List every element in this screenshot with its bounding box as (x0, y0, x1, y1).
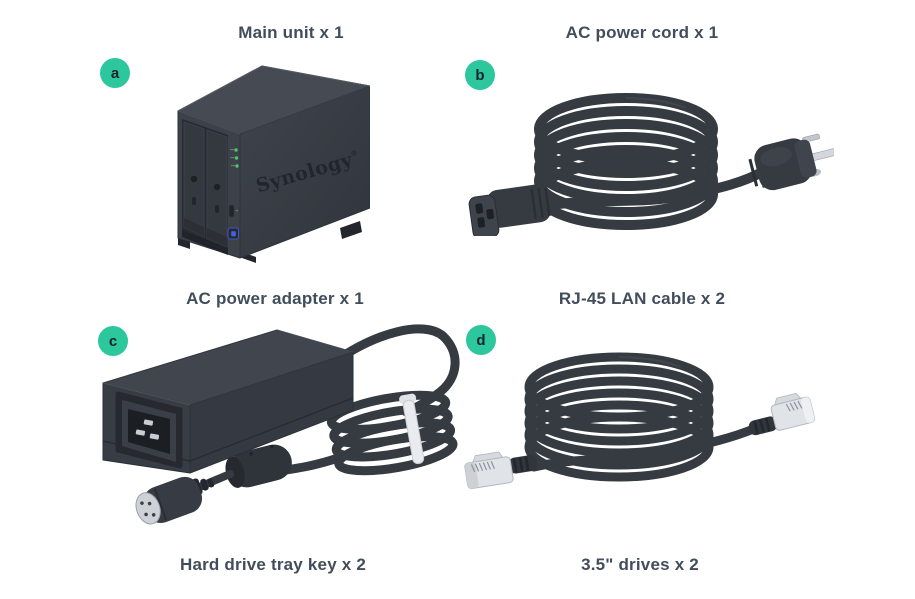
cable-tie (399, 393, 425, 465)
c13-connector (468, 184, 551, 236)
lan-cable-strand (529, 423, 761, 472)
item-label-drives: 3.5" drives x 2 (581, 555, 699, 574)
ac-power-adapter-illustration (102, 324, 460, 525)
badge-letter-a: a (110, 64, 120, 82)
item-label-ac-power-cord: AC power cord x 1 (565, 23, 719, 42)
nas-power-button (227, 227, 239, 240)
power-cord-strand (539, 167, 767, 211)
item-badge-d: d (466, 325, 496, 355)
item-label-main-unit: Main unit x 1 (238, 23, 344, 42)
item-label-ac-power-adapter: AC power adapter x 1 (186, 289, 364, 308)
rj45-contacts-right (785, 400, 803, 412)
nas-drive-bay (182, 119, 228, 255)
item-badge-a: a (100, 58, 130, 88)
drive-tray-1 (183, 121, 205, 238)
badge-letter-c: c (108, 332, 118, 350)
adapter-brick (102, 329, 354, 474)
adapter-cable-coil (326, 390, 458, 476)
nas-led-indicators (230, 148, 239, 168)
item-badge-b: b (465, 60, 495, 90)
item-label-hard-drive-tray-key: Hard drive tray key x 2 (179, 555, 367, 574)
rj45-connector-right (748, 392, 816, 436)
ferrite-bead (225, 444, 292, 488)
rj45-contacts-left (470, 461, 495, 473)
item-label-rj45-lan-cable: RJ-45 LAN cable x 2 (558, 289, 726, 308)
dc-connector (135, 476, 215, 525)
nema-plug (748, 133, 834, 191)
rj45-lan-cable-illustration (464, 352, 816, 490)
nas-usb-port (228, 204, 238, 218)
item-badge-c: c (98, 326, 128, 356)
badge-letter-d: d (476, 331, 486, 349)
rj45-connector-left (464, 451, 538, 490)
drive-tray-2 (206, 129, 228, 248)
badge-letter-b: b (475, 66, 485, 84)
plug-prong-blade (810, 148, 834, 162)
ac-inlet (115, 391, 183, 469)
adapter-cable-loop (329, 324, 460, 417)
ac-power-cord-illustration (468, 93, 834, 236)
main-unit-illustration: Synology® (177, 65, 370, 263)
lan-cable-coil (524, 352, 714, 482)
